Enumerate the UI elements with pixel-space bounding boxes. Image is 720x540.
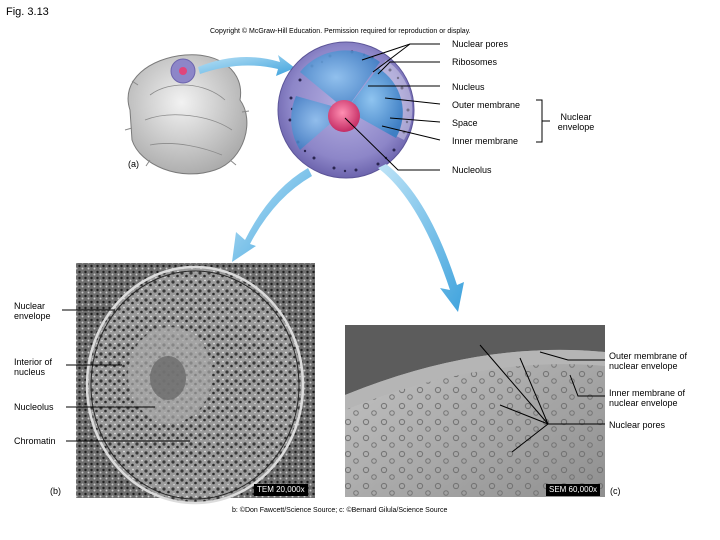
panel-label-c: (c) — [610, 486, 621, 496]
label-b-chromatin: Chromatin — [14, 436, 56, 446]
sem-micrograph — [345, 325, 605, 497]
cell-illustration — [124, 54, 250, 175]
zoom-arrow-right — [378, 164, 464, 312]
label-nuclear-envelope: Nuclear envelope — [557, 112, 595, 132]
label-c-outer-membrane: Outer membrane of nuclear envelope — [609, 351, 688, 371]
panel-label-b: (b) — [50, 486, 61, 496]
zoom-arrow-top — [198, 55, 295, 76]
panel-label-a: (a) — [128, 159, 139, 169]
label-b-nuclear-envelope: Nuclear envelope — [14, 301, 51, 321]
label-b-nucleolus: Nucleolus — [14, 402, 54, 412]
label-b-interior: Interior of nucleus — [14, 357, 53, 377]
label-outer-membrane: Outer membrane — [452, 100, 521, 110]
label-ribosomes: Ribosomes — [452, 57, 498, 67]
leader-lines-a — [344, 43, 550, 171]
photo-credit: b: ©Don Fawcett/Science Source; c: ©Bern… — [232, 507, 448, 514]
tem-magnification: TEM 20,000x — [254, 484, 308, 496]
label-c-nuclear-pores: Nuclear pores — [609, 420, 666, 430]
nucleus-illustration — [277, 41, 415, 179]
tem-micrograph — [76, 263, 315, 505]
zoom-arrow-left — [232, 168, 312, 262]
copyright-notice: Copyright © McGraw-Hill Education. Permi… — [210, 28, 471, 35]
leader-lines-c — [479, 344, 605, 453]
figure-number: Fig. 3.13 — [6, 6, 49, 18]
label-space: Space — [452, 118, 478, 128]
label-nuclear-pores: Nuclear pores — [452, 39, 509, 49]
label-c-inner-membrane: Inner membrane of nuclear envelope — [609, 388, 686, 408]
label-nucleolus: Nucleolus — [452, 165, 492, 175]
sem-magnification: SEM 60,000x — [546, 484, 601, 496]
label-nucleus: Nucleus — [452, 82, 485, 92]
label-inner-membrane: Inner membrane — [452, 136, 519, 146]
leader-lines-b — [62, 309, 190, 442]
